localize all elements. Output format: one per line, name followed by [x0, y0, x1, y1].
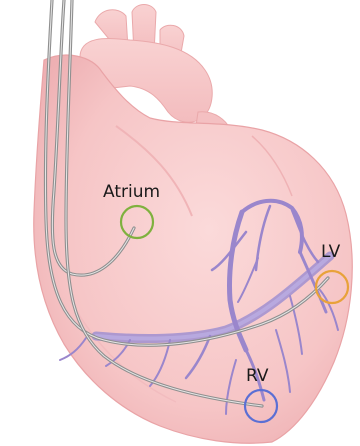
rv-label: RV: [246, 366, 269, 386]
atrium-label: Atrium: [103, 182, 160, 202]
lv-label: LV: [321, 242, 341, 262]
